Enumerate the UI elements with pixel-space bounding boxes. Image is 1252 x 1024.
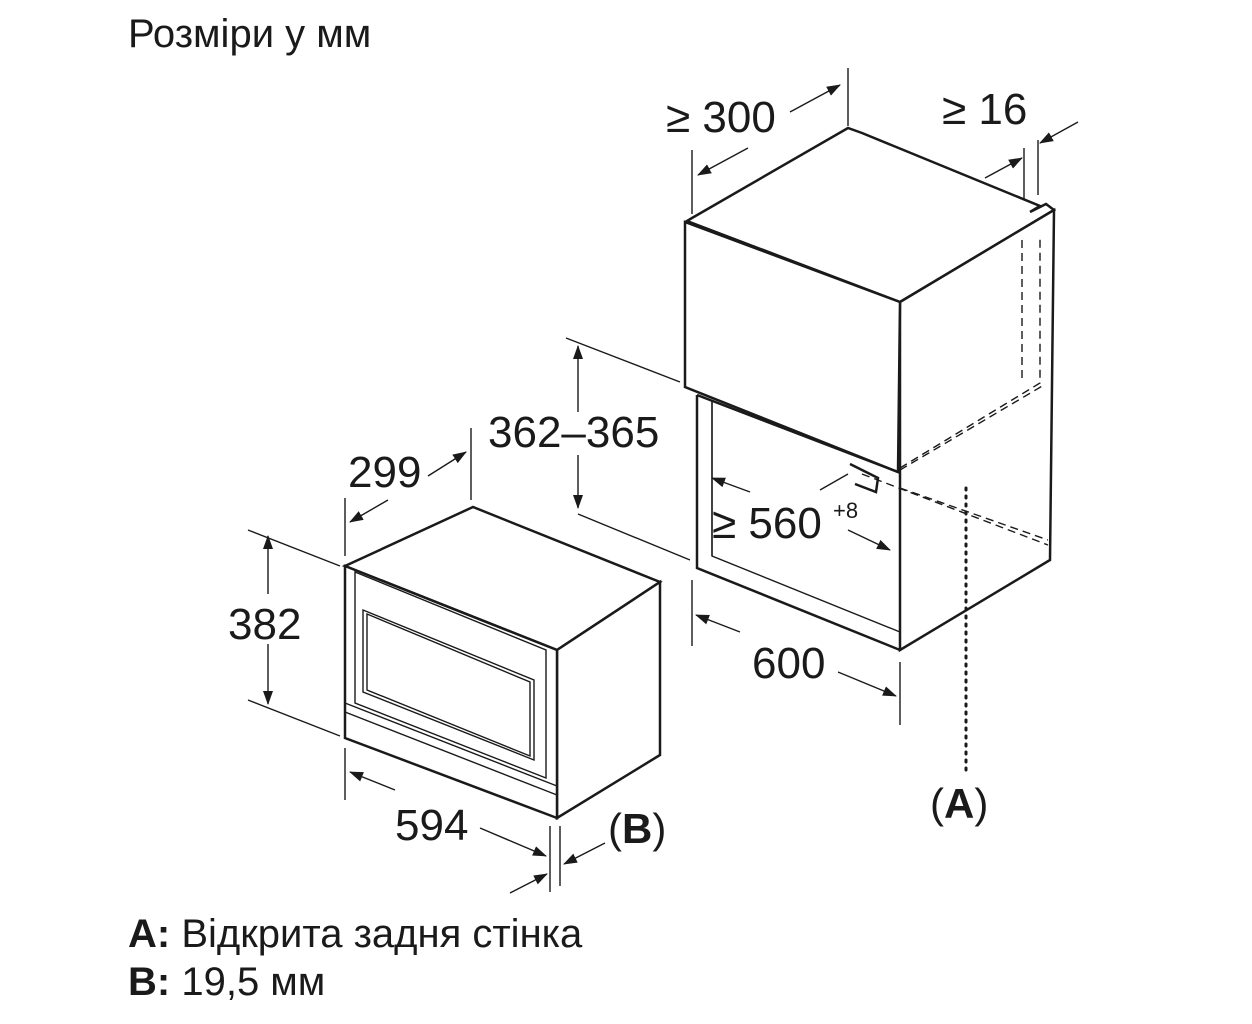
legend-text-b: 19,5 мм — [181, 960, 326, 1004]
niche-width-tolerance: +8 — [833, 498, 858, 523]
niche-height-label: 362–365 — [488, 408, 659, 457]
legend-text-a: Відкрита задня стінка — [181, 912, 583, 956]
legend-key-b: B: — [128, 960, 171, 1004]
dimension-b-gap — [509, 826, 606, 894]
dimension-niche-depth: 600 — [691, 580, 901, 725]
dimension-niche-width: ≥ 560 +8 — [711, 473, 891, 551]
wall-cabinet — [683, 126, 1057, 772]
dimension-side-gap: ≥ 16 — [942, 85, 1079, 200]
side-gap-label: ≥ 16 — [942, 85, 1027, 134]
callout-b: (B) — [608, 805, 666, 852]
legend-item-a: A: Відкрита задня стінка — [128, 912, 582, 957]
legend-item-b: B: 19,5 мм — [128, 960, 325, 1005]
dimension-cabinet-depth: ≥ 300 — [666, 68, 849, 214]
appliance-width-label: 594 — [395, 801, 468, 850]
niche-depth-label: 600 — [752, 639, 825, 688]
dimension-appliance-depth: 299 — [344, 428, 472, 556]
legend-key-a: A: — [128, 912, 171, 956]
cabinet-depth-label: ≥ 300 — [666, 93, 776, 142]
dimension-appliance-height: 382 — [228, 529, 341, 737]
appliance-depth-label: 299 — [348, 448, 421, 497]
niche-width-label: ≥ 560 — [712, 499, 822, 548]
appliance-height-label: 382 — [228, 600, 301, 649]
page-title: Розміри у мм — [128, 12, 372, 56]
microwave-appliance — [341, 505, 663, 821]
dimension-appliance-width: 594 — [344, 748, 551, 892]
callout-a: (A) — [930, 780, 988, 827]
dimension-niche-height: 362–365 — [488, 337, 691, 561]
